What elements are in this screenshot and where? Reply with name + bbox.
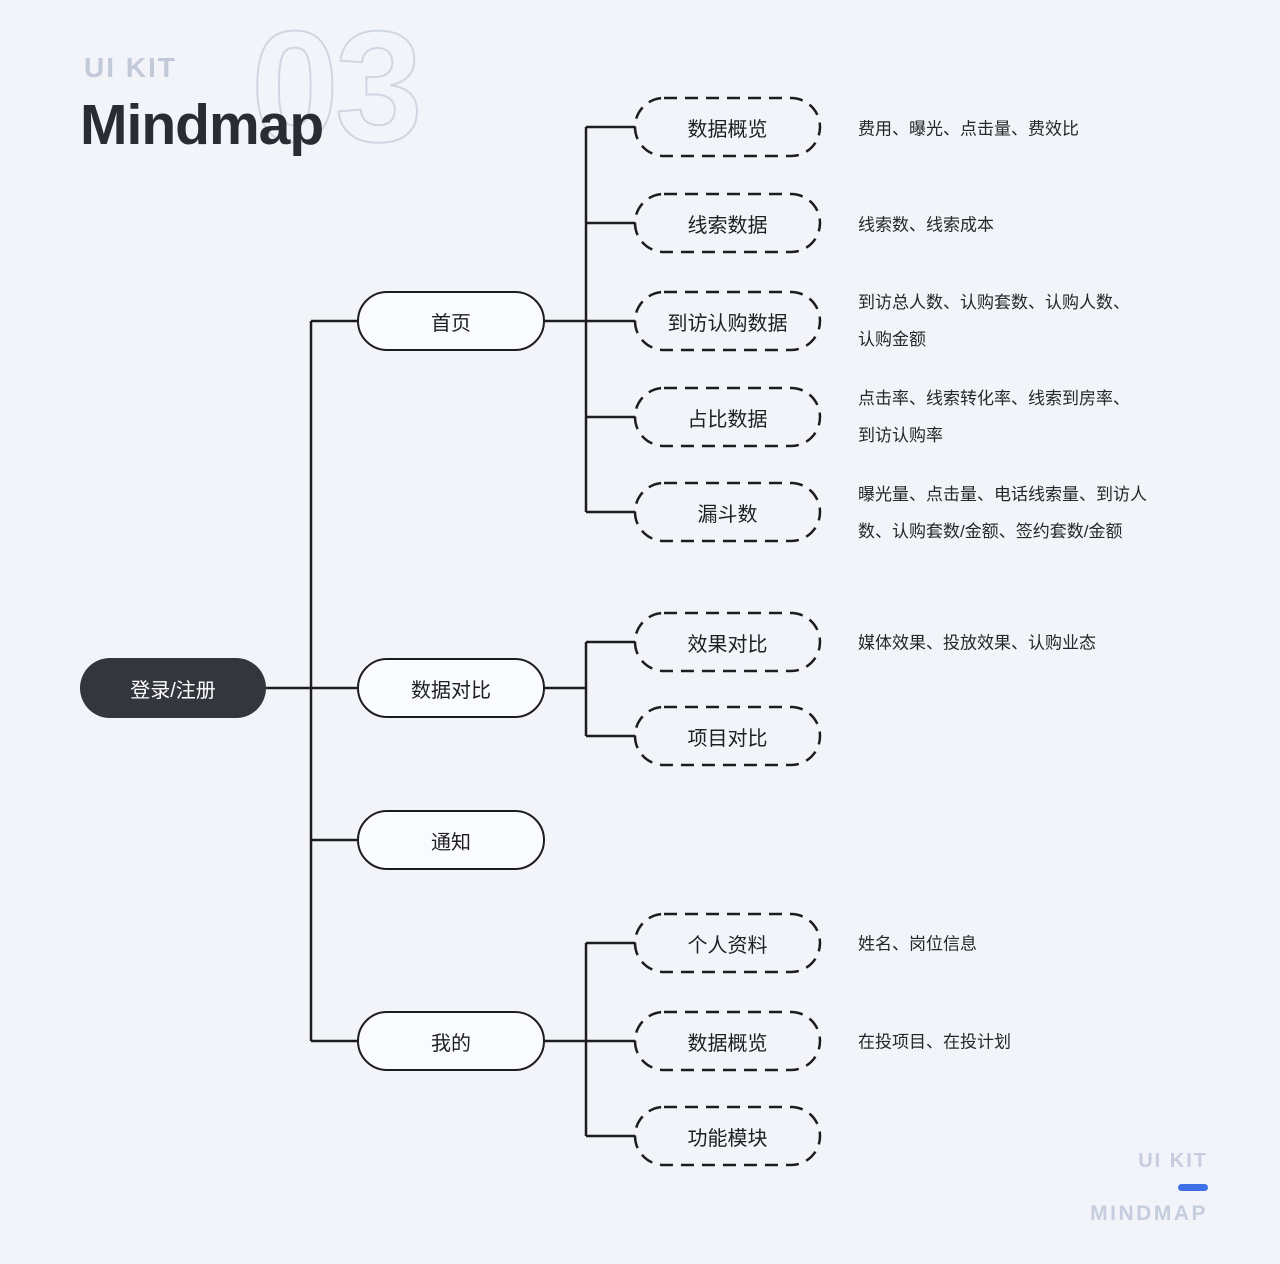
note-data-overview: 费用、曝光、点击量、费效比 xyxy=(858,119,1079,139)
note-visit-subscription-data: 到访总人数、认购套数、认购人数、 认购金额 xyxy=(858,293,1130,349)
branch-node-notifications: 通知 xyxy=(357,810,545,870)
leaf-node-funnel-data: 漏斗数 xyxy=(697,503,758,526)
page-title: Mindmap xyxy=(80,93,324,157)
note-ratio-data: 点击率、线索转化率、线索到房率、 到访认购率 xyxy=(858,389,1130,445)
leaf-node-leads-data: 线索数据 xyxy=(687,214,768,237)
leaf-node-function-modules: 功能模块 xyxy=(687,1127,768,1150)
note-personal-profile: 姓名、岗位信息 xyxy=(858,934,977,954)
branch-node-mine: 我的 xyxy=(357,1011,545,1071)
leaf-node-my-data-overview: 数据概览 xyxy=(687,1032,768,1055)
leaf-node-visit-subscription-data: 到访认购数据 xyxy=(667,312,788,335)
connector-lines xyxy=(266,125,635,1138)
note-funnel-data: 曝光量、点击量、电话线索量、到访人 数、认购套数/金额、签约套数/金额 xyxy=(858,485,1147,541)
root-node-login-register: 登录/注册 xyxy=(80,658,266,718)
section-number: 03 xyxy=(250,0,424,175)
branch-node-data-comparison: 数据对比 xyxy=(357,658,545,718)
header-kicker: UI KIT xyxy=(84,52,177,83)
leaf-node-project-comparison: 项目对比 xyxy=(687,727,768,750)
leaf-node-effect-comparison: 效果对比 xyxy=(687,633,768,656)
leaf-node-data-overview: 数据概览 xyxy=(687,118,768,141)
dashed-node-outlines xyxy=(633,96,822,1167)
footer-branding: UI KIT MINDMAP xyxy=(1090,1150,1208,1226)
leaf-node-personal-profile: 个人资料 xyxy=(687,934,768,957)
footer-title: MINDMAP xyxy=(1090,1202,1208,1225)
leaf-node-ratio-data: 占比数据 xyxy=(687,408,768,431)
branch-node-home: 首页 xyxy=(357,291,545,351)
note-effect-comparison: 媒体效果、投放效果、认购业态 xyxy=(858,633,1096,653)
footer-kicker: UI KIT xyxy=(1138,1150,1208,1172)
footer-accent-dash xyxy=(1178,1184,1208,1191)
note-my-data-overview: 在投项目、在投计划 xyxy=(858,1032,1011,1052)
note-leads-data: 线索数、线索成本 xyxy=(858,215,994,235)
